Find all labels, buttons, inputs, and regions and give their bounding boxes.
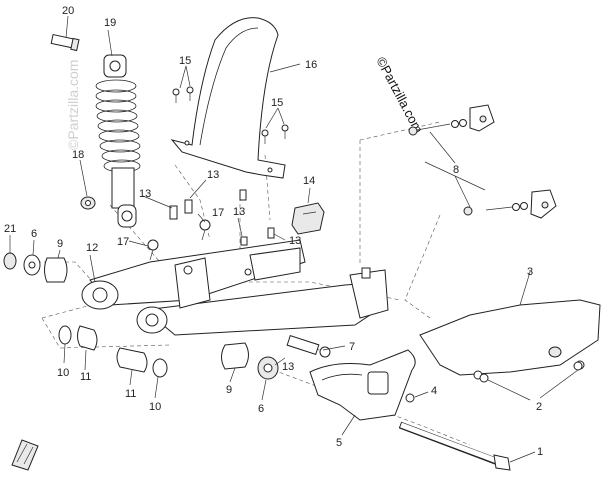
leader-lines bbox=[9, 15, 579, 463]
partzilla-watermark-text: ©Partzilla.com bbox=[373, 54, 426, 135]
callout-11-left: 11 bbox=[80, 371, 91, 383]
callout-17-a: 17 bbox=[212, 207, 224, 219]
callout-numbers: 20 19 15 16 15 18 13 13 14 8 17 13 13 21… bbox=[4, 5, 543, 458]
callout-21: 21 bbox=[4, 223, 16, 235]
callout-15-top: 15 bbox=[179, 55, 191, 67]
nut-18 bbox=[80, 196, 96, 210]
swing-arm-axle bbox=[398, 421, 511, 471]
callout-13-e: 13 bbox=[282, 361, 294, 373]
callout-12: 12 bbox=[86, 242, 98, 254]
chain-slider bbox=[309, 349, 416, 421]
callout-15-right: 15 bbox=[271, 97, 283, 109]
callout-13-a: 13 bbox=[139, 188, 151, 200]
callout-9-bottom: 9 bbox=[226, 384, 232, 396]
chain-adjuster-lower bbox=[463, 189, 557, 219]
rubber-block-14 bbox=[291, 202, 325, 235]
partzilla-watermark: ©Partzilla.com bbox=[373, 54, 426, 135]
callout-18: 18 bbox=[72, 149, 84, 161]
chain-guard bbox=[419, 299, 601, 380]
callout-19: 19 bbox=[104, 17, 116, 29]
callout-1: 1 bbox=[537, 446, 543, 458]
callout-10-right: 10 bbox=[149, 401, 161, 413]
callout-6-top: 6 bbox=[31, 228, 37, 240]
callout-4: 4 bbox=[431, 385, 437, 397]
screws-15 bbox=[172, 86, 289, 144]
callout-17-b: 17 bbox=[117, 236, 129, 248]
callout-9-top: 9 bbox=[57, 238, 63, 250]
shock-absorber bbox=[95, 54, 141, 228]
callout-13-d: 13 bbox=[289, 235, 301, 247]
chain-adjuster-upper bbox=[408, 104, 495, 136]
screws-4-2 bbox=[405, 361, 583, 403]
faint-watermark: ©Partzilla.com bbox=[65, 60, 81, 150]
callout-8: 8 bbox=[453, 164, 459, 176]
callout-11-right: 11 bbox=[125, 388, 136, 400]
direction-arrow-icon bbox=[11, 439, 39, 471]
shock-bolt bbox=[50, 33, 80, 52]
faint-watermark-text: ©Partzilla.com bbox=[65, 60, 81, 150]
bearing-parts-left bbox=[3, 252, 168, 378]
callout-13-c: 13 bbox=[233, 206, 245, 218]
callout-13-b: 13 bbox=[207, 169, 219, 181]
callout-3: 3 bbox=[527, 266, 533, 278]
callout-10-left: 10 bbox=[57, 367, 69, 379]
callout-7: 7 bbox=[349, 341, 355, 353]
callout-6-bottom: 6 bbox=[258, 403, 264, 415]
callout-2: 2 bbox=[536, 401, 542, 413]
callout-5: 5 bbox=[336, 437, 342, 449]
swing-arm bbox=[81, 239, 389, 336]
bolts-13 bbox=[169, 189, 275, 246]
callout-16: 16 bbox=[305, 59, 317, 71]
callout-14: 14 bbox=[303, 175, 315, 187]
rear-fender bbox=[170, 17, 286, 179]
callout-20: 20 bbox=[62, 5, 74, 17]
cable-clamps-17 bbox=[147, 219, 211, 261]
